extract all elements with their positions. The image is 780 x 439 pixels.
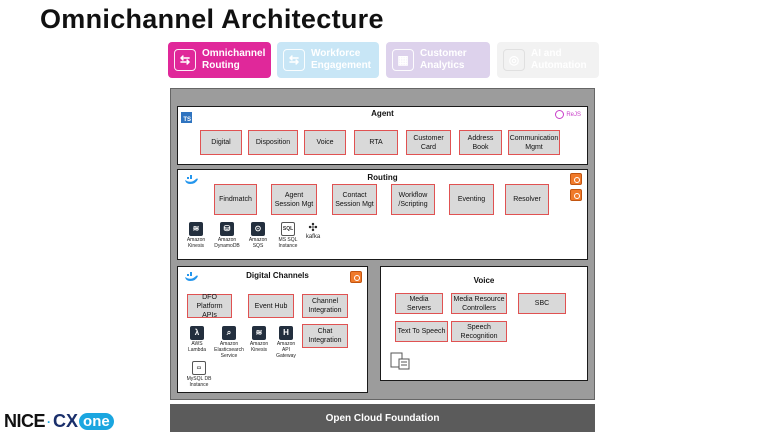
page-title: Omnichannel Architecture (40, 4, 384, 34)
box-channel-integration: Channel Integration (302, 294, 348, 318)
voice-title: Voice (473, 276, 495, 285)
box-workflow-scripting: Workflow /Scripting (391, 184, 435, 215)
docker-icon (185, 175, 198, 184)
orange-service-icon (570, 189, 582, 201)
box-digital: Digital (200, 130, 242, 155)
open-cloud-foundation: Open Cloud Foundation (170, 404, 595, 432)
kafka-icon: ✣kafka (305, 222, 321, 240)
nice-cxone-logo: NICE · CX one (4, 411, 114, 432)
tab-label: Engagement (311, 60, 372, 71)
box-communication-mgmt: Communication Mgmt (508, 130, 560, 155)
digital-channels-panel: Digital Channels DFO Platform APIs Event… (177, 266, 368, 393)
amazon-sqs-icon: ⊙Amazon SQS (248, 222, 268, 249)
typescript-icon: TS (181, 112, 192, 123)
voice-panel: Voice Media Servers Media Resource Contr… (380, 266, 588, 381)
box-speech-recognition: Speech Recognition (451, 321, 507, 342)
box-text-to-speech: Text To Speech (395, 321, 448, 342)
mysql-db-instance-icon: ▭MySQL DB Instance (184, 361, 214, 388)
amazon-kinesis-icon: ≋Amazon Kinesis (186, 222, 206, 249)
orange-service-icon (350, 271, 362, 283)
digital-channels-title: Digital Channels (246, 271, 309, 280)
box-customer-card: Customer Card (406, 130, 451, 155)
agent-title: Agent (371, 109, 394, 118)
box-voice: Voice (304, 130, 346, 155)
box-rta: RTA (354, 130, 398, 155)
box-address-book: Address Book (459, 130, 502, 155)
routing-icon: ⇆ (174, 49, 196, 71)
amazon-kinesis-icon: ≋Amazon Kinesis (249, 326, 269, 353)
react-icon: ReJS (555, 110, 581, 119)
analytics-icon: ▦ (392, 49, 414, 71)
box-agent-session-mgt: Agent Session Mgt (271, 184, 317, 215)
orange-service-icon (570, 173, 582, 185)
tab-label: Customer (420, 48, 467, 59)
tab-label: AI and (531, 48, 562, 59)
box-media-servers: Media Servers (395, 293, 443, 314)
tab-label: Omnichannel (202, 48, 266, 59)
db-server-icon (390, 352, 410, 370)
routing-panel: Routing Findmatch Agent Session Mgt Cont… (177, 169, 588, 260)
amazon-dynamodb-icon: ⛁Amazon DynamoDB (214, 222, 240, 249)
routing-title: Routing (367, 173, 398, 182)
amazon-elasticsearch-icon: ⌕Amazon Elasticsearch Service (214, 326, 244, 359)
tab-label: Workforce (311, 48, 361, 59)
agent-panel: Agent TS ReJS Digital Disposition Voice … (177, 106, 588, 165)
workforce-icon: ⇆ (283, 49, 305, 71)
box-contact-session-mgt: Contact Session Mgt (332, 184, 377, 215)
tab-label: Routing (202, 60, 240, 71)
box-eventing: Eventing (449, 184, 494, 215)
box-event-hub: Event Hub (248, 294, 294, 318)
tab-label: Automation (531, 60, 587, 71)
tab-label: Analytics (420, 60, 465, 71)
box-sbc: SBC (518, 293, 566, 314)
box-dfo-platform-apis: DFO Platform APIs (187, 294, 232, 319)
box-media-resource-controllers: Media Resource Controllers (451, 293, 507, 314)
box-findmatch: Findmatch (214, 184, 257, 215)
box-resolver: Resolver (505, 184, 549, 215)
docker-icon (185, 272, 198, 281)
architecture-container: Agent TS ReJS Digital Disposition Voice … (170, 88, 595, 400)
box-disposition: Disposition (248, 130, 298, 155)
ai-icon: ◎ (503, 49, 525, 71)
box-chat-integration: Chat Integration (302, 324, 348, 348)
